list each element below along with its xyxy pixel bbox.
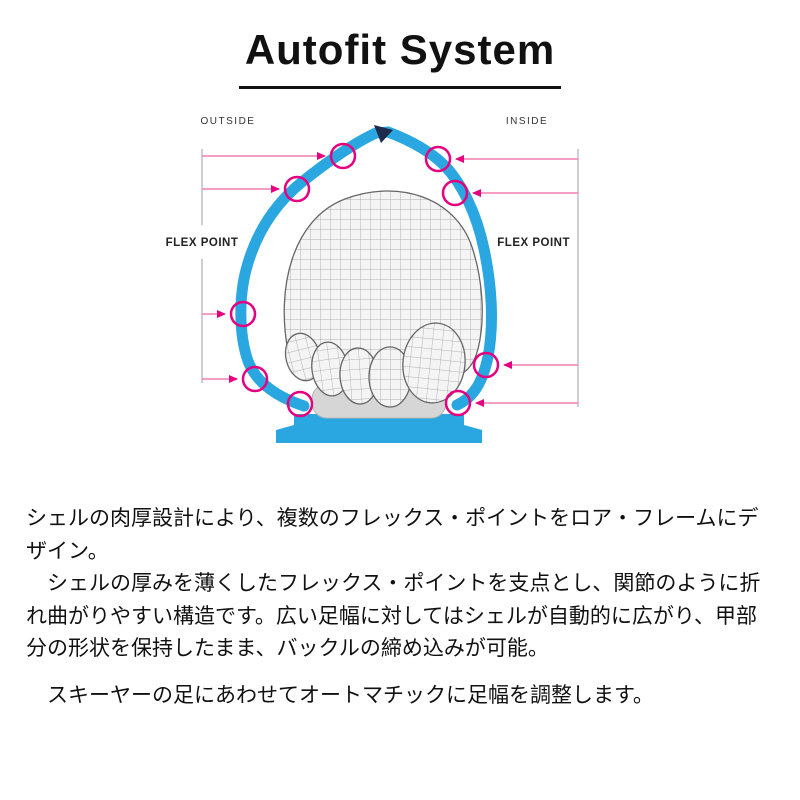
description-paragraph-3: スキーヤーの足にあわせてオートマチックに足幅を調整します。: [26, 683, 654, 707]
boot-shell-diagram: OUTSIDE INSIDE FLEX POINT FLEX POINT: [166, 116, 579, 443]
outside-label: OUTSIDE: [201, 116, 256, 127]
description-paragraph-1: シェルの肉厚設計により、複数のフレックス・ポイントをロア・フレームにデザイン。: [26, 507, 759, 563]
description-section: シェルの肉厚設計により、複数のフレックス・ポイントをロア・フレームにデザイン。 …: [0, 459, 800, 712]
flex-point-circle: [229, 300, 257, 328]
flex-point-circle: [283, 175, 311, 203]
foot-wireframe-illustration: [283, 190, 483, 408]
flex-point-circle: [441, 179, 469, 207]
flex-point-circles: [229, 142, 500, 418]
flex-point-label-right: FLEX POINT: [497, 237, 570, 249]
flex-point-circle: [286, 390, 314, 418]
flex-point-arrows: [202, 152, 578, 407]
flex-point-circle: [424, 145, 452, 173]
page-title: Autofit System: [238, 26, 562, 89]
flex-point-label-left: FLEX POINT: [166, 237, 239, 249]
top-clip: [374, 125, 393, 143]
flex-point-circle: [241, 365, 269, 393]
flex-point-circle: [329, 142, 357, 170]
description-paragraph-2: シェルの厚みを薄くしたフレックス・ポイントを支点とし、関節のように折れ曲がりやす…: [26, 572, 761, 661]
flex-point-circle: [444, 389, 472, 417]
inside-label: INSIDE: [506, 116, 548, 127]
title-section: Autofit System: [0, 0, 800, 89]
shell-outline: [235, 126, 497, 412]
boot-base: [276, 414, 482, 443]
flex-point-circle: [472, 351, 500, 379]
